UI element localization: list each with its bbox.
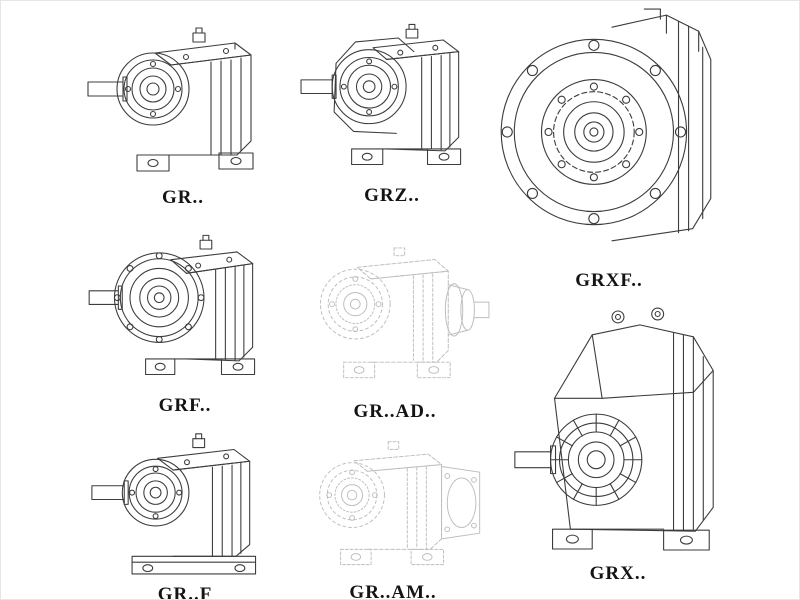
gearbox-label-grxf: GRXF..: [575, 270, 643, 291]
mounting-feet: [136, 152, 254, 172]
mounting-feet: [351, 148, 462, 166]
bearing-cover: [129, 267, 189, 328]
housing: [157, 433, 251, 557]
grxf-drawing: [500, 8, 712, 242]
gearbox-label-gr-am: GR..AM..: [349, 582, 437, 600]
motor-flange: [441, 466, 481, 540]
face-plate: [333, 37, 415, 134]
housing: [553, 324, 714, 532]
grx-drawing: [514, 307, 714, 551]
gearbox-label-gr-f: GR..F: [157, 584, 213, 600]
input-shaft: [88, 285, 123, 310]
mounting-feet: [145, 358, 256, 376]
base-plate: [131, 555, 257, 575]
gearbox-label-grz: GRZ..: [364, 185, 420, 206]
gearbox-label-grf: GRF..: [158, 395, 212, 416]
gearbox-figure-gr-ad: GR..AD..: [293, 215, 497, 423]
gearbox-label-grx: GRX..: [589, 563, 647, 584]
input-shaft: [300, 74, 337, 99]
housing: [372, 23, 460, 152]
housing: [170, 234, 254, 362]
gr-ad-drawing: [319, 247, 490, 379]
bearing-cover: [116, 52, 190, 126]
housing: [154, 27, 252, 156]
gr-f-drawing: [91, 433, 257, 575]
grf-drawing: [88, 234, 256, 376]
input-shaft: [87, 76, 128, 102]
mounting-feet: [340, 548, 444, 566]
gearbox-label-gr: GR..: [162, 187, 204, 208]
flange: [113, 252, 205, 343]
housing: [356, 247, 449, 363]
input-shaft: [514, 445, 557, 475]
gearbox-figure-gr-f: GR..F: [87, 415, 283, 600]
input-shaft: [91, 480, 129, 505]
housing: [611, 8, 712, 242]
gearbox-figure-gr-am: GR..AM..: [293, 413, 493, 600]
bearing-cover: [331, 49, 407, 125]
gearbox-figure-gr: GR..: [83, 5, 283, 209]
lifting-lugs: [611, 307, 665, 324]
bearing-cover: [121, 458, 190, 527]
gearbox-figure-grf: GRF..: [85, 213, 285, 417]
housing: [353, 441, 443, 550]
flange: [500, 38, 688, 226]
mounting-feet: [552, 528, 710, 551]
input-hub: [544, 82, 644, 182]
input-assembly: [550, 413, 643, 506]
gearbox-figure-grxf: GRXF..: [493, 1, 725, 292]
gr-am-drawing: [319, 441, 481, 566]
gear-face: [319, 462, 385, 528]
gr-drawing: [87, 27, 254, 172]
gear-face: [319, 268, 391, 340]
grz-drawing: [300, 23, 462, 166]
gearbox-figure-grz: GRZ..: [297, 3, 487, 207]
mounting-feet: [343, 361, 451, 379]
input-adapter: [444, 283, 490, 337]
gearbox-label-gr-ad: GR..AD..: [353, 401, 437, 422]
gearbox-figure-grx: GRX..: [499, 301, 737, 585]
